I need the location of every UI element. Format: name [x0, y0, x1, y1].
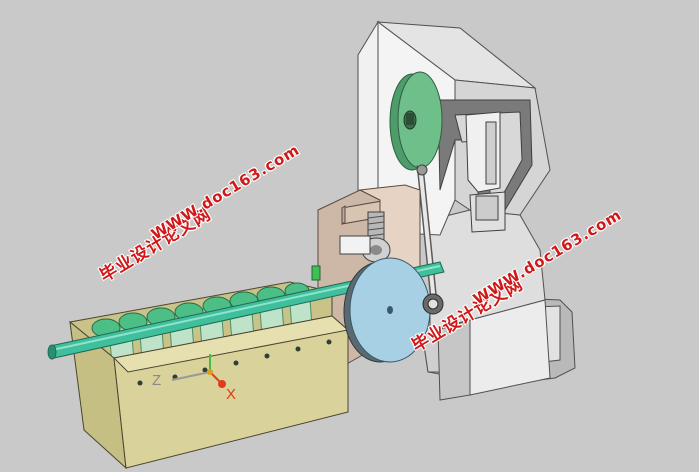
- axis-x-label: X: [226, 386, 237, 403]
- coordinate-triad: [171, 354, 226, 388]
- feed-disc: [343, 257, 431, 363]
- press-machine: [357, 20, 576, 401]
- trough-bolts: [137, 339, 332, 386]
- pipe: [47, 261, 445, 360]
- small-gear: [422, 293, 444, 315]
- axis-z-label: Z: [152, 372, 162, 389]
- flywheel: [389, 71, 443, 171]
- connecting-rod: [416, 164, 438, 303]
